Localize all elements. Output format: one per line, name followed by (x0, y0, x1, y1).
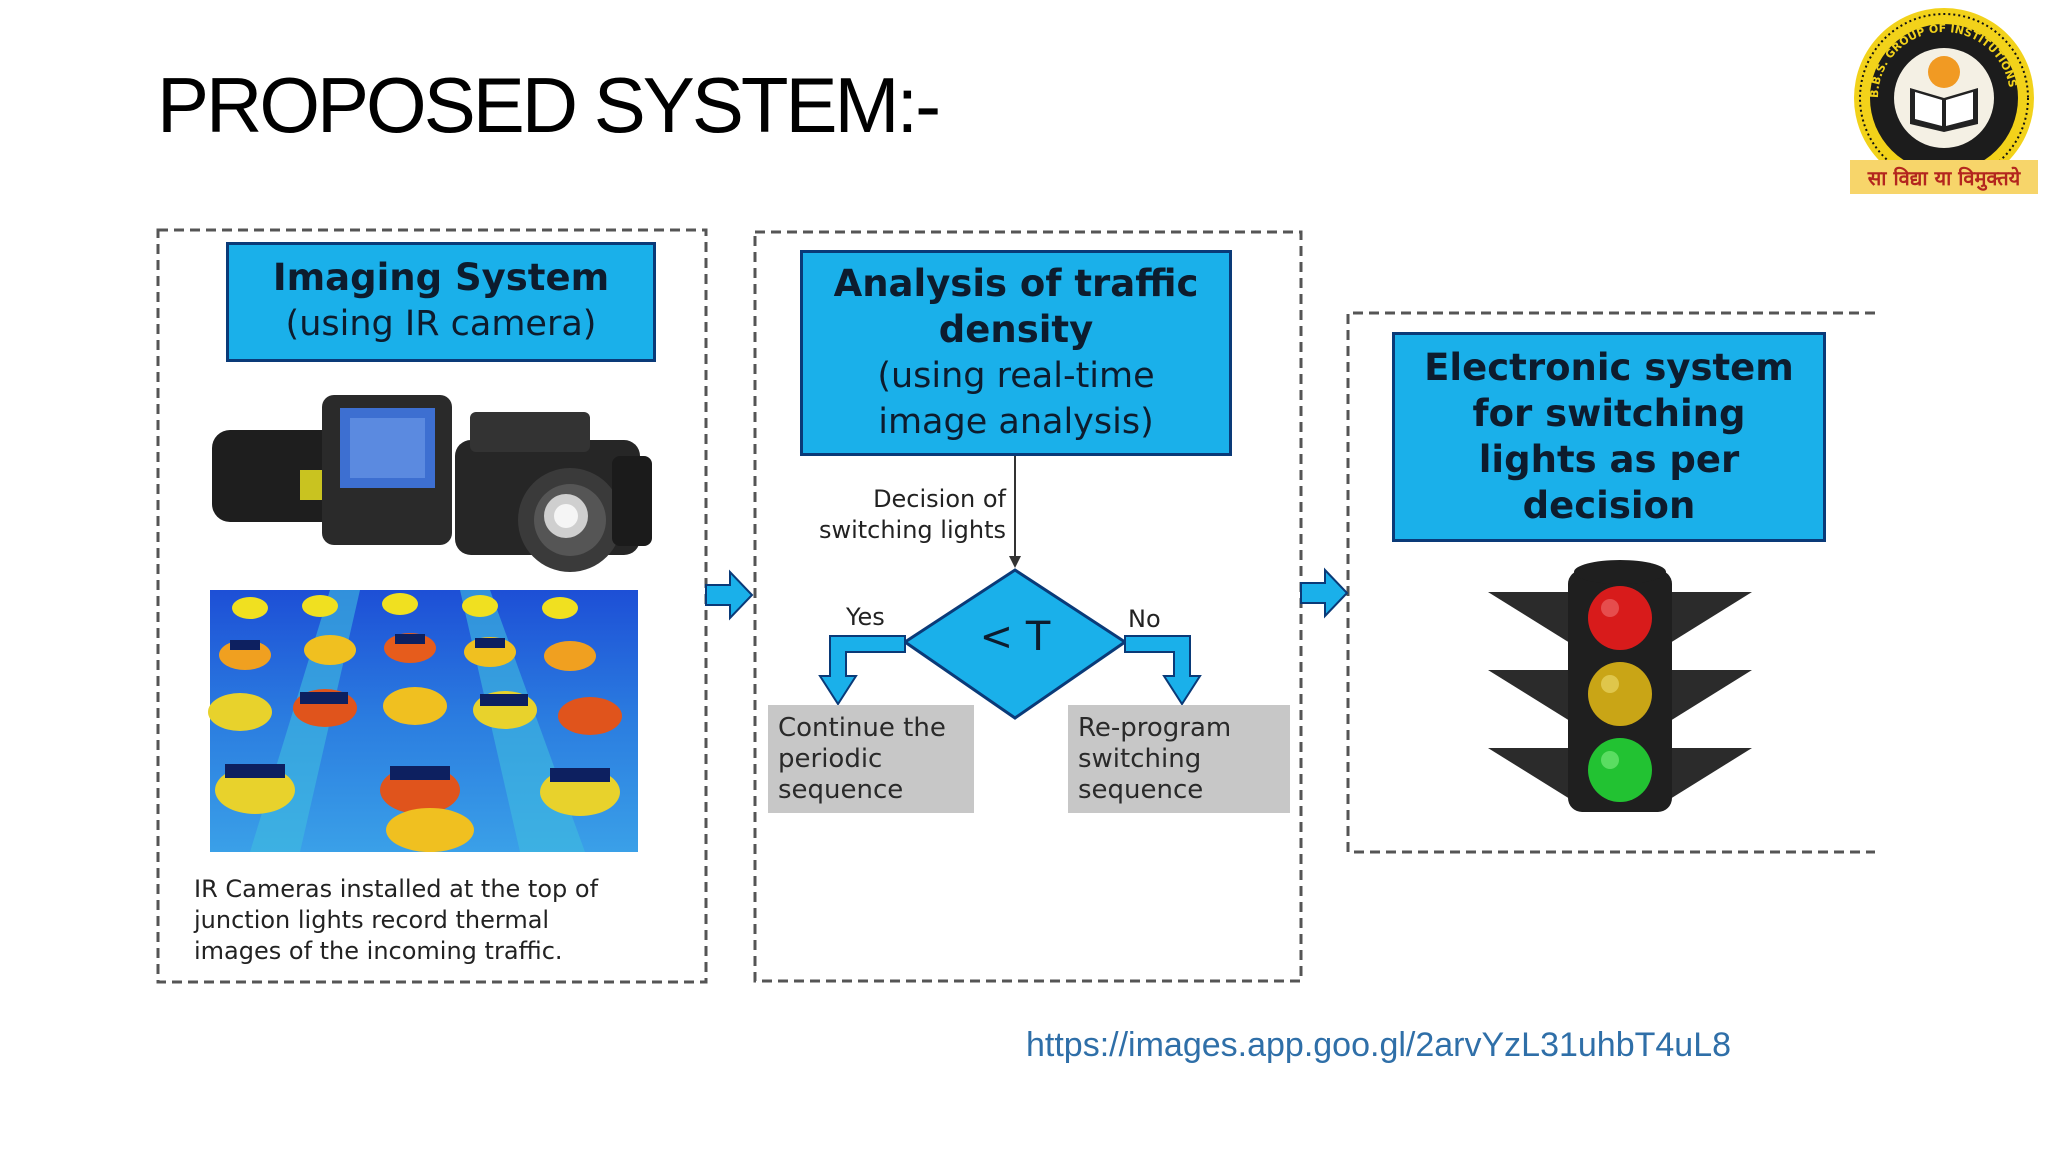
caption-line: junction lights record thermal (194, 906, 550, 934)
decision-label-line: Decision of (873, 485, 1006, 513)
imaging-subheading: (using IR camera) (285, 304, 597, 344)
analysis-subheading-line: (using real-time (877, 356, 1155, 396)
analysis-box: Analysis of traffic density (using real-… (800, 250, 1232, 456)
slide-title: PROPOSED SYSTEM:- (157, 61, 941, 149)
decision-diamond (902, 568, 1128, 720)
imaging-heading: Imaging System (272, 256, 610, 299)
institution-logo: B.B.S. GROUP OF INSTITUTIONS सा विद्या य… (1848, 2, 2040, 198)
yes-label: Yes (846, 603, 885, 631)
outcome-line: sequence (1078, 775, 1204, 805)
analysis-subheading-line: image analysis) (878, 402, 1154, 442)
outcome-line: Continue the (778, 713, 946, 743)
right-arrow-icon (705, 569, 754, 621)
red-light (1588, 586, 1652, 650)
reprogram-sequence-box: Re-program switching sequence (1068, 705, 1290, 813)
analysis-heading-line: Analysis of traffic (833, 262, 1199, 305)
amber-light (1588, 662, 1652, 726)
no-branch-arrow (1124, 635, 1202, 706)
decision-label-line: switching lights (818, 516, 1006, 544)
caption-line: images of the incoming traffic. (194, 937, 563, 965)
caption-line: IR Cameras installed at the top of (194, 875, 599, 903)
switching-heading-line: lights as per (1478, 438, 1740, 481)
traffic-light-icon (1488, 560, 1752, 812)
imaging-system-box: Imaging System (using IR camera) (226, 242, 656, 362)
imaging-panel (156, 228, 708, 984)
outcome-line: sequence (778, 775, 904, 805)
switching-system-box: Electronic system for switching lights a… (1392, 332, 1826, 542)
switching-heading-line: for switching (1472, 392, 1746, 435)
analysis-panel (753, 230, 1303, 983)
switching-panel (1346, 311, 1875, 854)
thermal-camera-icon (212, 395, 652, 572)
analysis-heading-line: density (938, 308, 1094, 351)
switching-heading-line: decision (1522, 484, 1696, 527)
thermal-image (208, 590, 638, 852)
decision-label: Decision of switching lights (790, 484, 1006, 546)
right-arrow-icon (1300, 567, 1349, 619)
outcome-line: Re-program (1078, 713, 1232, 743)
green-light (1588, 738, 1652, 802)
source-link[interactable]: https://images.app.goo.gl/2arvYzL31uhbT4… (1026, 1026, 1732, 1064)
continue-sequence-box: Continue the periodic sequence (768, 705, 974, 813)
switching-heading-line: Electronic system (1424, 346, 1794, 389)
threshold-label: < T (979, 614, 1051, 660)
logo-motto: सा विद्या या विमुक्तये (1867, 166, 2022, 191)
no-label: No (1128, 605, 1161, 633)
outcome-line: switching (1078, 744, 1202, 774)
imaging-caption: IR Cameras installed at the top of junct… (194, 874, 684, 967)
outcome-line: periodic (778, 744, 883, 774)
yes-branch-arrow (818, 635, 906, 706)
